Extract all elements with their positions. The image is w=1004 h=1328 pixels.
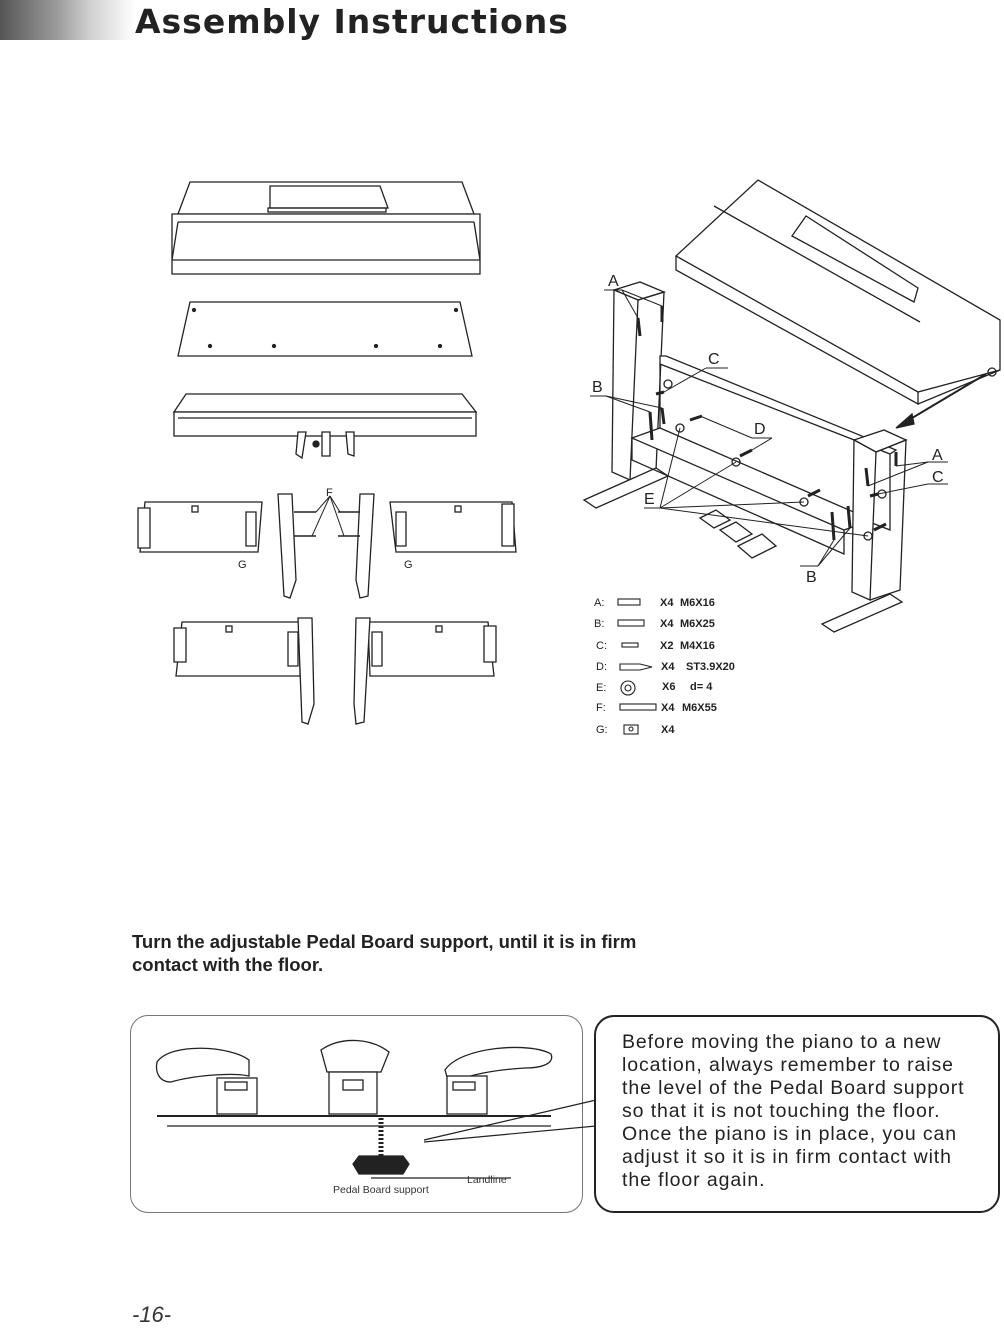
- part-qty: X4: [661, 702, 675, 714]
- callout-d: D: [754, 421, 766, 438]
- part-qty: X4: [661, 724, 675, 736]
- instruction-line: contact with the floor.: [132, 954, 324, 975]
- part-qty: X2: [660, 640, 673, 652]
- part-key: D:: [596, 661, 607, 673]
- part-spec: ST3.9X20: [686, 661, 735, 673]
- parts-exploded-diagram: F G G A C B D A C E B A: X4 M6X16 B: X4 …: [137, 179, 1001, 736]
- hardware-icons: [617, 598, 657, 735]
- note-line: the floor again.: [622, 1169, 766, 1191]
- instruction-text: Turn the adjustable Pedal Board support,…: [132, 930, 772, 976]
- note-line: location, always remember to raise: [622, 1054, 954, 1076]
- leg-left-part: [277, 493, 297, 599]
- pedal-board-part: [172, 393, 478, 460]
- note-line: the level of the Pedal Board support: [622, 1077, 965, 1099]
- back-panel-part: [177, 301, 473, 357]
- part-spec: M6X55: [682, 702, 717, 714]
- assembled-side-left-part: [173, 617, 315, 725]
- part-spec: M6X25: [680, 618, 715, 630]
- part-spec: d= 4: [690, 681, 713, 693]
- callout-a-left: A: [608, 273, 619, 290]
- callout-a-right: A: [932, 447, 943, 464]
- assembly-diagram: [582, 179, 1001, 633]
- callout-e: E: [644, 491, 655, 508]
- page-title: Assembly Instructions: [135, 2, 569, 41]
- part-key: C:: [596, 640, 607, 652]
- instruction-line: Turn the adjustable Pedal Board support,…: [132, 931, 637, 952]
- note-text: Before moving the piano to a new locatio…: [622, 1031, 982, 1192]
- part-qty: X6: [662, 681, 675, 693]
- callout-c-right: C: [932, 469, 944, 486]
- parts-list: A: X4 M6X16 B: X4 M6X25 C: X2 M4X16 D: X…: [594, 597, 735, 736]
- page-number: -16-: [132, 1302, 172, 1327]
- callout-g-left: G: [238, 559, 247, 571]
- side-bracket-left-part: [137, 501, 263, 553]
- note-line: adjust it so it is in firm contact with: [622, 1146, 952, 1168]
- part-qty: X4: [660, 618, 674, 630]
- assembled-side-right-part: [353, 617, 497, 725]
- part-spec: M6X16: [680, 597, 715, 609]
- part-key: E:: [596, 682, 606, 694]
- part-qty: X4: [660, 597, 674, 609]
- note-line: so that it is not touching the floor.: [622, 1100, 941, 1122]
- moving-piano-note: Before moving the piano to a new locatio…: [594, 1015, 1000, 1213]
- header-bar: [0, 0, 560, 40]
- pedal-support-figure: Pedal Board support Landline: [130, 1015, 583, 1213]
- callout-f: F: [326, 487, 333, 499]
- part-qty: X4: [661, 661, 675, 673]
- piano-top-part: [171, 181, 481, 275]
- part-key: B:: [594, 618, 604, 630]
- callout-b-bottom: B: [806, 569, 817, 586]
- leg-right-part: [355, 493, 375, 599]
- landline-label: Landline: [467, 1174, 507, 1186]
- callout-c-top: C: [708, 351, 720, 368]
- callout-b-left: B: [592, 379, 603, 396]
- side-bracket-right-part: [389, 501, 517, 553]
- note-line: Before moving the piano to a new: [622, 1031, 942, 1053]
- callout-g-right: G: [404, 559, 413, 571]
- part-key: G:: [596, 724, 608, 736]
- part-key: A:: [594, 597, 604, 609]
- note-line: Once the piano is in place, you can: [622, 1123, 958, 1145]
- part-spec: M4X16: [680, 640, 715, 652]
- part-key: F:: [596, 702, 606, 714]
- f-screws: [294, 495, 360, 537]
- pedal-board-support-label: Pedal Board support: [333, 1184, 429, 1196]
